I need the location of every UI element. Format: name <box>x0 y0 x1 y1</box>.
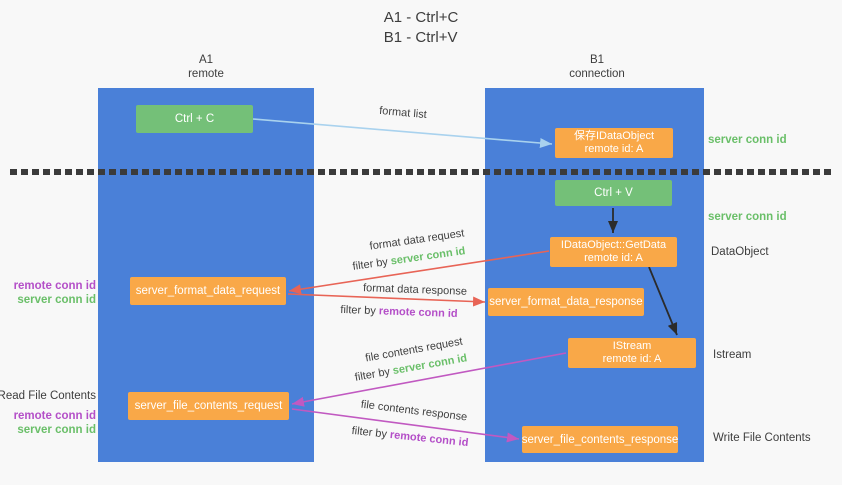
node-server-file-contents-request: server_file_contents_request <box>128 392 289 420</box>
annotation-dataobject: DataObject <box>711 246 769 258</box>
getdata-line2: remote id: A <box>584 252 643 264</box>
annotation-server-conn-id-file: server conn id <box>17 424 96 436</box>
getdata-line1: IDataObject::GetData <box>560 239 667 251</box>
format-list-label: format list <box>378 104 428 122</box>
annotation-remote-conn-id-format: remote conn id <box>13 280 96 292</box>
node-server-file-contents-response: server_file_contents_response <box>522 426 678 453</box>
node-ctrl-v: Ctrl + V <box>555 180 672 206</box>
istream-line2: remote id: A <box>602 353 662 365</box>
save-idataobject-line2: remote id: A <box>584 143 644 155</box>
node-idataobject-getdata: IDataObject::GetData remote id: A <box>550 237 677 267</box>
save-idataobject-line1: 保存IDataObject <box>573 130 655 142</box>
title-line-1: A1 - Ctrl+C <box>383 9 459 26</box>
session-divider-dashed-line <box>10 169 832 175</box>
lane-a-subtitle: remote <box>188 68 224 80</box>
format-conn-id-stack: remote conn id server conn id <box>14 279 96 307</box>
annotation-remote-conn-id-file: remote conn id <box>13 410 96 422</box>
server-conn-id-text: server conn id <box>389 245 467 268</box>
node-ctrl-c: Ctrl + C <box>136 105 253 133</box>
format-response-label: server_format_data_response <box>489 296 643 308</box>
file-conn-id-stack: Read File Contents remote conn id server… <box>0 389 96 437</box>
ctrl-c-label: Ctrl + C <box>174 113 215 125</box>
file-contents-response-label: file contents response <box>360 398 468 424</box>
annotation-server-conn-id-top: server conn id <box>708 134 787 146</box>
remote-conn-id-text: remote conn id <box>389 428 469 450</box>
lane-b-name: B1 <box>589 54 605 66</box>
annotation-server-conn-id-mid: server conn id <box>708 211 787 223</box>
filter-by-text: filter by <box>353 365 391 384</box>
filter-by-text: filter by <box>351 424 388 441</box>
filter-by-server-conn-id-label-1: filter byserver conn id <box>352 245 466 273</box>
file-request-label: server_file_contents_request <box>134 400 283 412</box>
annotation-istream: Istream <box>713 349 752 361</box>
lane-b-header: B1 connection <box>569 53 625 81</box>
remote-conn-id-text: remote conn id <box>378 305 458 321</box>
format-data-response-label: format data response <box>362 282 468 298</box>
istream-line1: IStream <box>612 340 652 352</box>
annotation-write-file-contents: Write File Contents <box>713 432 811 444</box>
format-request-label: server_format_data_request <box>135 285 281 297</box>
node-server-format-data-response: server_format_data_response <box>488 288 644 316</box>
node-save-idataobject: 保存IDataObject remote id: A <box>555 128 673 158</box>
lane-b-subtitle: connection <box>569 68 625 80</box>
file-response-label: server_file_contents_response <box>521 433 679 446</box>
node-istream: IStream remote id: A <box>568 338 696 368</box>
annotation-server-conn-id-format: server conn id <box>17 294 96 306</box>
node-server-format-data-request: server_format_data_request <box>130 277 286 305</box>
lane-a-header: A1 remote <box>188 53 224 81</box>
lane-a-name: A1 <box>198 54 214 66</box>
annotation-read-file-contents: Read File Contents <box>0 390 96 402</box>
ctrl-v-label: Ctrl + V <box>594 187 633 199</box>
filter-by-text: filter by <box>340 303 377 318</box>
title-line-2: B1 - Ctrl+V <box>383 29 458 46</box>
filter-by-text: filter by <box>351 256 389 273</box>
diagram-title: A1 - Ctrl+C B1 - Ctrl+V <box>384 8 459 48</box>
